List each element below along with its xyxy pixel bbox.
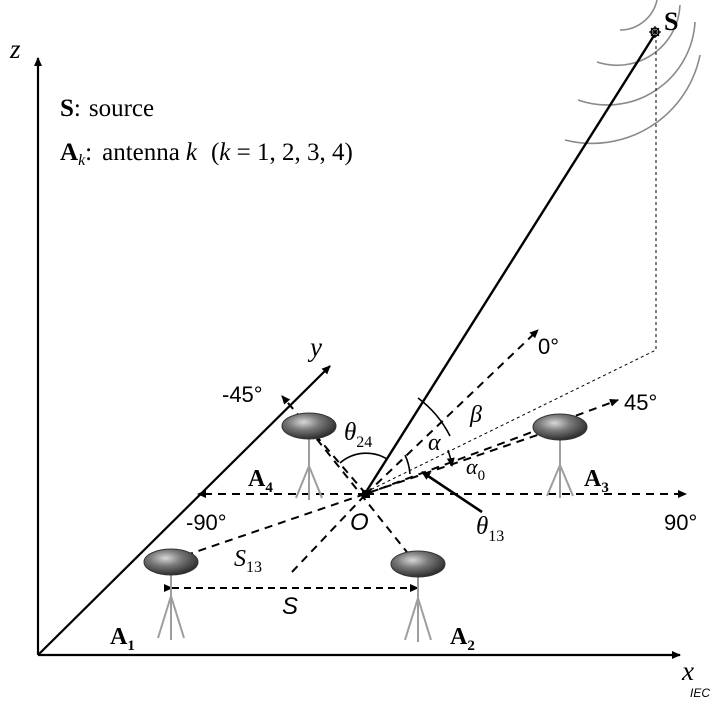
direction-0 (365, 329, 539, 495)
beta-label: β (469, 402, 482, 428)
theta13-label: θ13 (476, 513, 504, 545)
alpha0-label: α0 (466, 454, 485, 484)
antenna-a3 (532, 413, 588, 498)
direction-45 (365, 399, 619, 495)
antenna-a2-label: A2 (450, 624, 475, 654)
source-wave-arc (564, 54, 701, 145)
theta24-arc (339, 452, 388, 464)
alpha-arc (404, 454, 411, 475)
source-wave-arc (619, 0, 658, 31)
z-axis-label: z (9, 34, 21, 64)
theta24-label: θ24 (344, 419, 372, 451)
source-wave-arc (596, 4, 681, 67)
legend-source: S:source (60, 95, 154, 122)
direction-minus-90-label: -90° (186, 510, 227, 535)
origin-label: O (350, 509, 369, 536)
antenna-a4 (281, 412, 337, 500)
spacing-s13-line (291, 493, 367, 573)
origin-marker (362, 490, 370, 498)
s-label: S (282, 593, 298, 620)
direction-45-label: 45° (624, 390, 657, 415)
direction-90-label: 90° (664, 510, 697, 535)
source-label: S (664, 7, 678, 36)
antenna-a4-label: A4 (248, 466, 273, 496)
theta13-pointer (421, 470, 483, 514)
s13-label: S13 (234, 546, 262, 576)
antenna-a2 (390, 550, 446, 642)
alpha0-arc (446, 449, 455, 467)
direction-0-label: 0° (538, 334, 559, 359)
alpha-label: α (428, 430, 441, 456)
direction-minus-45 (281, 395, 367, 495)
beta-arc (417, 397, 451, 437)
direction-minus-45-label: -45° (222, 382, 263, 407)
source-direction-line (364, 33, 657, 493)
x-axis-label: x (681, 656, 694, 686)
antenna-a1-label: A1 (110, 624, 135, 654)
y-axis-label: y (307, 332, 322, 362)
y-axis (37, 365, 331, 656)
antenna-a1 (143, 548, 199, 640)
iec-watermark: IEC (690, 686, 710, 700)
antenna-a3-label: A3 (584, 466, 609, 496)
source-marker (649, 26, 661, 38)
